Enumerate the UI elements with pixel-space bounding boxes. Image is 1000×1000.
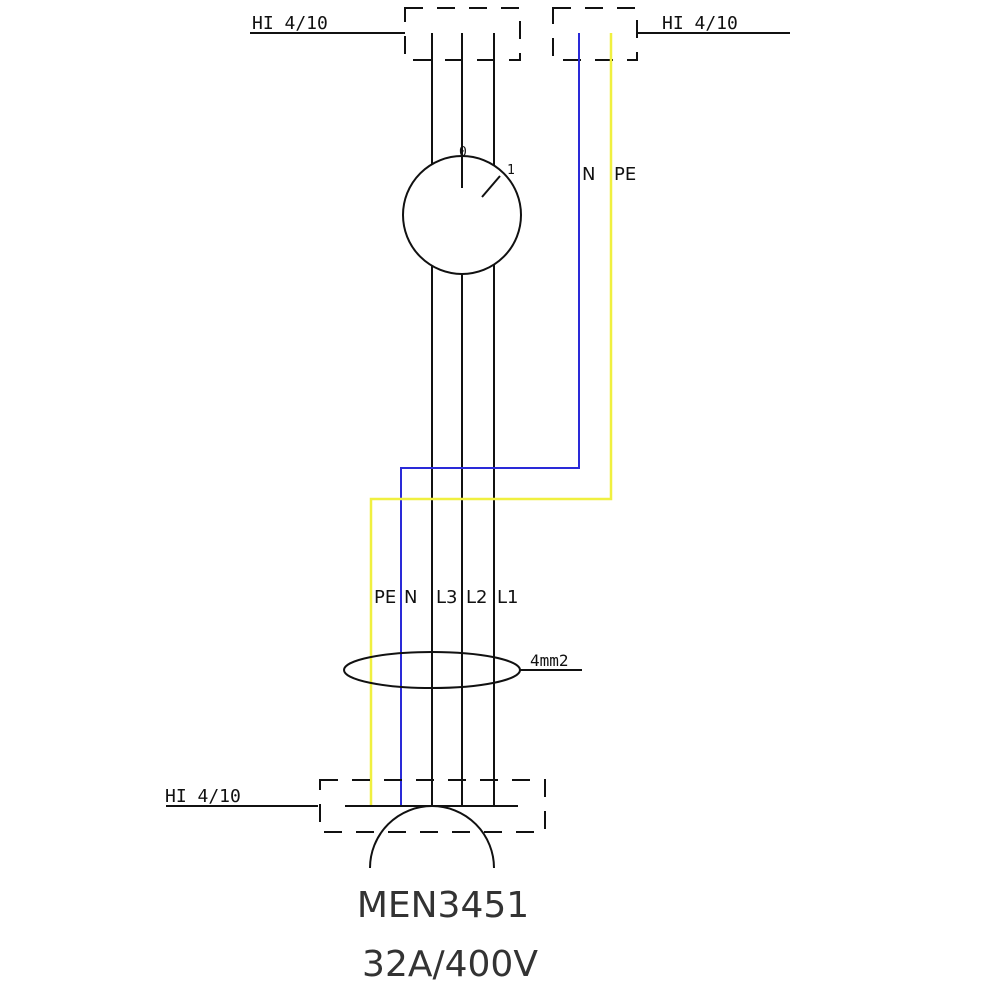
neutral-wire xyxy=(400,33,580,806)
label-pe: PE xyxy=(374,587,396,608)
switch-pos-1: 1 xyxy=(507,163,515,178)
terminal-label: HI 4/10 xyxy=(165,786,241,807)
switch-pos-0: 0 xyxy=(459,145,467,160)
socket-rating: 32A/400V xyxy=(362,944,538,985)
cable-section: 4mm2 xyxy=(530,651,569,670)
label-pe-top: PE xyxy=(614,164,636,185)
terminal-label: HI 4/10 xyxy=(662,13,738,34)
cable-marker: 4mm2 xyxy=(343,651,582,689)
label-n: N xyxy=(404,587,417,608)
rotary-switch: 0 1 xyxy=(402,145,522,275)
bottom-terminal: HI 4/10 xyxy=(165,779,546,833)
socket-model: MEN3451 xyxy=(357,885,529,926)
label-l3: L3 xyxy=(436,587,457,608)
label-l1: L1 xyxy=(497,587,518,608)
socket-symbol xyxy=(369,805,495,869)
terminal-label: HI 4/10 xyxy=(252,13,328,34)
top-right-terminal: HI 4/10 xyxy=(552,7,790,61)
top-left-terminal: HI 4/10 xyxy=(250,7,521,61)
earth-wire xyxy=(369,33,613,806)
label-n-top: N xyxy=(582,164,595,185)
label-l2: L2 xyxy=(466,587,487,608)
